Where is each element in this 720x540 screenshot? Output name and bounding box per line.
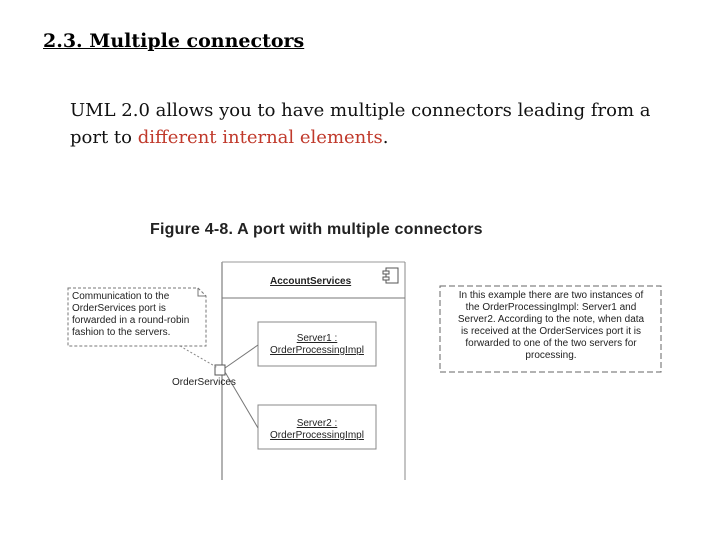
left-note-line: OrderServices port is bbox=[72, 303, 166, 314]
right-note-line: is received at the OrderServices port it… bbox=[460, 326, 642, 337]
left-note-line: Communication to the bbox=[72, 291, 170, 302]
server1-label: Server1 : OrderProcessingImpl bbox=[258, 333, 376, 357]
paragraph-period: . bbox=[382, 127, 389, 148]
right-note-line: the OrderProcessingImpl: Server1 and bbox=[465, 302, 637, 313]
figure-title: Figure 4-8. A port with multiple connect… bbox=[150, 221, 483, 238]
left-note bbox=[67, 287, 207, 347]
section-heading: 2.3. Multiple connectors bbox=[43, 30, 305, 52]
right-note-text: In this example there are two instances … bbox=[444, 290, 658, 362]
component-name: AccountServices bbox=[270, 276, 352, 287]
right-note-line: forwarded to one of the two servers for bbox=[465, 338, 637, 349]
server1-type: OrderProcessingImpl bbox=[270, 345, 364, 356]
right-note-line: processing. bbox=[525, 350, 577, 361]
port-square bbox=[214, 364, 226, 376]
paragraph-text: UML 2.0 allows you to have multiple conn… bbox=[70, 100, 651, 148]
connector-to-server2 bbox=[224, 371, 259, 429]
left-note-line: forwarded in a round-robin bbox=[72, 315, 190, 326]
right-note-line: In this example there are two instances … bbox=[458, 290, 644, 301]
server1-part-box bbox=[257, 321, 377, 367]
intro-paragraph: UML 2.0 allows you to have multiple conn… bbox=[70, 97, 670, 151]
server2-part-box bbox=[257, 404, 377, 450]
server2-name: Server2 : bbox=[296, 418, 338, 429]
left-note-line: fashion to the servers. bbox=[72, 327, 171, 338]
port-label: OrderServices bbox=[172, 377, 236, 388]
component-icon bbox=[382, 267, 399, 284]
left-note-text: Communication to the OrderServices port … bbox=[72, 291, 189, 339]
server1-name: Server1 : bbox=[296, 333, 338, 344]
right-note-box bbox=[439, 285, 662, 373]
server2-type: OrderProcessingImpl bbox=[270, 430, 364, 441]
note-anchor-line bbox=[179, 345, 219, 369]
connector-to-server1 bbox=[224, 344, 259, 369]
server2-label: Server2 : OrderProcessingImpl bbox=[258, 418, 376, 442]
highlighted-text: different internal elements bbox=[137, 127, 383, 148]
right-note-line: Server2. According to the note, when dat… bbox=[457, 314, 645, 325]
